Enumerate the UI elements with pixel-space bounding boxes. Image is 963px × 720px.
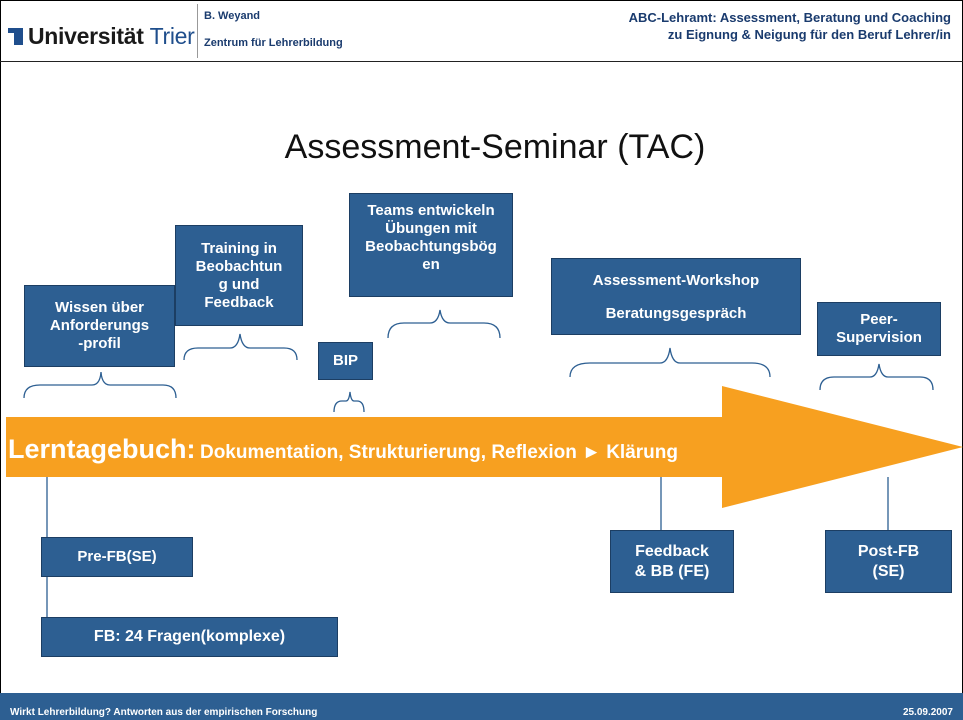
box-postfb-line: (SE) bbox=[872, 562, 905, 580]
box-wissen-line: Wissen über bbox=[54, 299, 145, 316]
box-training-line: Feedback bbox=[204, 293, 274, 311]
box-training-line: Training in bbox=[201, 239, 277, 257]
box-assessment-line: Assessment-Workshop bbox=[592, 271, 760, 289]
box-feedback: Feedback & BB (FE) bbox=[610, 530, 734, 593]
box-training-line: g und bbox=[218, 275, 260, 293]
university-logo: Universität Trier bbox=[8, 22, 195, 50]
lerntagebuch-arrow bbox=[6, 386, 963, 508]
box-wissen: Wissen über Anforderungs -profil bbox=[24, 285, 175, 367]
brace-training bbox=[183, 333, 298, 361]
box-postfb: Post-FB (SE) bbox=[825, 530, 952, 593]
box-postfb-line: Post-FB bbox=[857, 542, 920, 560]
footer-date: 25.09.2007 bbox=[902, 707, 953, 718]
logo-trier-text: Trier bbox=[149, 22, 195, 49]
box-bip: BIP bbox=[318, 342, 373, 380]
box-training-line: Beobachtun bbox=[195, 257, 283, 275]
box-fb24-line: FB: 24 Fragen(komplexe) bbox=[93, 628, 286, 645]
box-teams-line: en bbox=[422, 256, 440, 273]
box-assessment-line: Beratungsgespräch bbox=[605, 304, 747, 322]
brace-bip bbox=[333, 391, 365, 413]
box-teams-line: Teams entwickeln bbox=[367, 202, 495, 219]
box-feedback-line: & BB (FE) bbox=[634, 562, 710, 580]
arrow-label-rest: Dokumentation, Strukturierung, Reflexion… bbox=[199, 442, 678, 463]
box-training: Training in Beobachtun g und Feedback bbox=[175, 225, 303, 326]
brace-wissen bbox=[23, 371, 177, 399]
box-prefb: Pre-FB(SE) bbox=[41, 537, 193, 577]
arrow-label: Lerntagebuch: Dokumentation, Strukturier… bbox=[8, 434, 678, 465]
slide-header: Universität Trier B. Weyand Zentrum für … bbox=[0, 0, 963, 62]
author-name: B. Weyand bbox=[204, 10, 261, 22]
header-title-line2: zu Eignung & Neigung für den Beruf Lehre… bbox=[667, 27, 951, 42]
box-feedback-line: Feedback bbox=[635, 542, 709, 560]
box-peer-line: Peer- bbox=[860, 311, 898, 328]
header-separator bbox=[197, 4, 198, 58]
arrow-label-lead: Lerntagebuch: bbox=[8, 434, 196, 464]
brace-peer bbox=[819, 363, 934, 391]
box-wissen-line: -profil bbox=[78, 335, 121, 352]
box-assessment: Assessment-Workshop Beratungsgespräch bbox=[551, 258, 801, 335]
box-fb24: FB: 24 Fragen(komplexe) bbox=[41, 617, 338, 657]
header-title-line1: ABC-Lehramt: Assessment, Beratung und Co… bbox=[628, 10, 951, 25]
header-rule bbox=[0, 61, 963, 62]
footer-left-text: Wirkt Lehrerbildung? Antworten aus der e… bbox=[10, 707, 318, 718]
logo-university-text: Universität bbox=[28, 22, 144, 49]
box-teams-line: Übungen mit bbox=[385, 220, 477, 237]
slide-footer bbox=[0, 693, 963, 720]
slide-title: Assessment-Seminar (TAC) bbox=[284, 128, 706, 166]
department-name: Zentrum für Lehrerbildung bbox=[204, 37, 343, 49]
box-peer-line: Supervision bbox=[836, 329, 922, 346]
brace-assessment bbox=[569, 347, 771, 378]
box-prefb-line: Pre-FB(SE) bbox=[77, 548, 157, 565]
box-teams-line: Beobachtungsbög bbox=[365, 238, 497, 255]
box-bip-line: BIP bbox=[332, 352, 358, 369]
box-teams: Teams entwickeln Übungen mit Beobachtung… bbox=[349, 193, 513, 297]
logo-mark-icon bbox=[8, 27, 23, 45]
box-wissen-line: Anforderungs bbox=[49, 317, 150, 334]
box-peer: Peer- Supervision bbox=[817, 302, 941, 356]
brace-teams bbox=[387, 309, 501, 339]
